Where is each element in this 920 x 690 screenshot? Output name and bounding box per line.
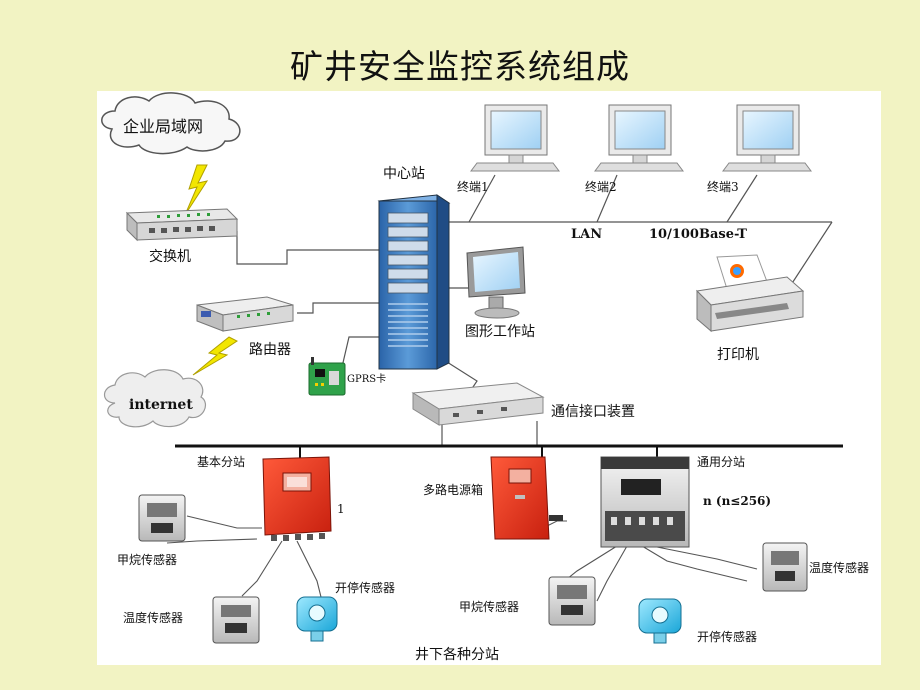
general-substation-box-icon (600, 456, 690, 548)
gprs-card-label: GPRS卡 (347, 374, 387, 385)
base-t-label: 10/100Base-T (649, 227, 747, 242)
page-title: 矿井安全监控系统组成 (290, 47, 630, 86)
terminal-2-label: 终端2 (585, 180, 617, 194)
comm-interface-label: 通信接口装置 (551, 404, 635, 420)
switch-device-icon (125, 208, 239, 242)
router-label: 路由器 (249, 342, 291, 358)
stop-sensor-right-label: 开停传感器 (697, 630, 758, 644)
lightning-bolt-top-icon (184, 164, 209, 216)
general-substation-label: 通用分站 (697, 455, 746, 469)
printer-link (786, 221, 833, 292)
switch-label: 交换机 (149, 249, 191, 265)
internet-label: internet (129, 397, 193, 413)
methane-sensor-right-icon (548, 576, 596, 626)
internet-cloud-icon (103, 369, 206, 428)
switch-link (236, 231, 379, 265)
terminal-2-link (596, 174, 618, 223)
gprs-card-icon (308, 357, 346, 396)
printer-label: 打印机 (717, 347, 759, 363)
methane-sensor-left-label: 甲烷传感器 (117, 553, 178, 567)
temp-sensor-right-icon (762, 542, 808, 592)
lan-label: LAN (571, 227, 603, 242)
general-substation-count-label: n (n≤256) (703, 494, 772, 508)
stop-sensor-right-icon (638, 598, 682, 644)
terminal-2-monitor-icon (594, 104, 684, 172)
stop-sensor-left-label: 开停传感器 (335, 581, 396, 595)
connection-lines (236, 174, 833, 446)
printer-icon (695, 254, 805, 333)
basic-substation-count-label: 1 (337, 502, 345, 516)
comm-interface-device-icon (411, 382, 545, 426)
enterprise-lan-label: 企业局域网 (123, 117, 204, 136)
underground-substations-label: 井下各种分站 (415, 647, 499, 663)
diagram-canvas (101, 92, 843, 644)
multi-power-box-label: 多路电源箱 (423, 483, 484, 497)
diagram-panel: 企业局域网 交换机 路由器 internet GPRS卡 中心站 终端1 终端2… (97, 91, 881, 665)
terminal-1-link (468, 174, 496, 223)
temp-sensor-left-icon (212, 596, 260, 644)
terminal-1-monitor-icon (470, 104, 560, 172)
temp-sensor-left-label: 温度传感器 (123, 611, 184, 625)
stop-sensor-left-icon (296, 596, 338, 642)
graphic-workstation-monitor-icon (466, 246, 526, 319)
enterprise-lan-cloud-icon (101, 92, 241, 155)
terminal-3-link (726, 174, 758, 223)
multi-power-box-icon (490, 456, 563, 540)
basic-substation-box-icon (262, 456, 332, 541)
gprs-link (341, 336, 379, 368)
center-station-server-icon (377, 194, 451, 370)
temp-sensor-right-label: 温度传感器 (809, 561, 870, 575)
methane-sensor-left-icon (138, 494, 186, 542)
basic-substation-label: 基本分站 (197, 455, 246, 469)
lightning-bolt-bottom-icon (192, 336, 238, 376)
center-station-label: 中心站 (383, 166, 425, 182)
terminal-3-label: 终端3 (707, 180, 739, 194)
methane-sensor-right-label: 甲烷传感器 (459, 600, 520, 614)
terminal-1-label: 终端1 (457, 180, 489, 194)
router-device-icon (196, 296, 294, 332)
terminal-3-monitor-icon (722, 104, 812, 172)
graphic-workstation-label: 图形工作站 (465, 324, 535, 340)
router-link (297, 302, 379, 314)
